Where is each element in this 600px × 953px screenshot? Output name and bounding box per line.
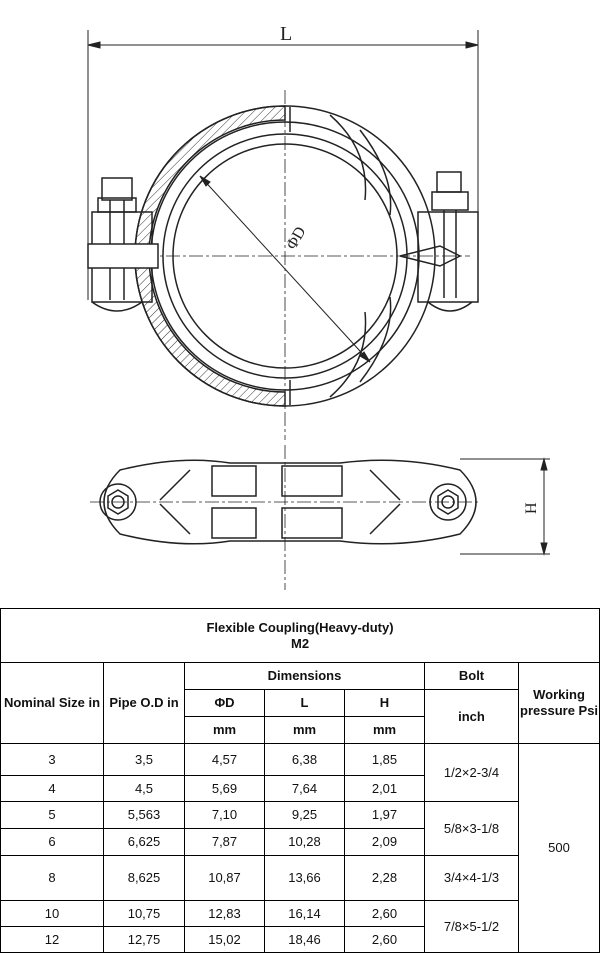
- header-l: L: [264, 689, 345, 717]
- housing: [134, 105, 436, 407]
- table-title-cell: Flexible Coupling(Heavy-duty) M2: [0, 608, 600, 663]
- spec-table: Flexible Coupling(Heavy-duty) M2 Nominal…: [0, 608, 600, 953]
- cell-bolt: 3/4×4-1/3: [424, 855, 519, 901]
- cell-od: 4,5: [103, 775, 185, 802]
- header-dimensions: Dimensions: [184, 662, 425, 690]
- cell-pressure: 500: [517, 743, 600, 953]
- cell-od: 12,75: [103, 926, 185, 953]
- table-model: M2: [291, 635, 310, 651]
- header-mm-h: mm: [344, 716, 425, 744]
- table-row: 3 3,5 4,57 6,38 1,85 1/2×2-3/4 500: [0, 743, 600, 953]
- cell-od: 5,563: [103, 801, 185, 829]
- table-row: 12 12,75 15,02 18,46 2,60: [0, 926, 600, 953]
- coupling-technical-drawing: L ΦD H: [87, 23, 550, 590]
- cell-d: 4,57: [184, 743, 265, 776]
- dimension-phi-d: [199, 175, 371, 363]
- center-lines: [90, 90, 480, 590]
- cell-nominal: 12: [0, 926, 104, 953]
- cell-d: 7,10: [184, 801, 265, 829]
- right-bolt-assembly: [399, 171, 479, 312]
- table-row: 6 6,625 7,87 10,28 2,09: [0, 828, 600, 856]
- cell-nominal: 3: [0, 743, 104, 776]
- header-mm-d: mm: [184, 716, 265, 744]
- label-phi-d: ΦD: [283, 224, 309, 253]
- cell-l: 16,14: [264, 900, 345, 927]
- table-title: Flexible Coupling(Heavy-duty): [206, 619, 394, 635]
- cell-bolt: 1/2×2-3/4: [424, 743, 519, 802]
- table-row: 8 8,625 10,87 13,66 2,28 3/4×4-1/3: [0, 855, 600, 901]
- header-pipe-od: Pipe O.D in: [103, 662, 185, 744]
- table-row: 4 4,5 5,69 7,64 2,01: [0, 775, 600, 802]
- cell-l: 13,66: [264, 855, 345, 901]
- cell-h: 1,85: [344, 743, 425, 776]
- cell-d: 5,69: [184, 775, 265, 802]
- cell-od: 3,5: [103, 743, 185, 776]
- header-bolt-unit: inch: [424, 689, 519, 744]
- label-h: H: [523, 502, 540, 514]
- header-bolt: Bolt: [424, 662, 519, 690]
- cell-h: 2,60: [344, 926, 425, 953]
- cell-bolt: 5/8×3-1/8: [424, 801, 519, 856]
- front-view: [87, 30, 480, 590]
- cell-od: 10,75: [103, 900, 185, 927]
- cell-od: 6,625: [103, 828, 185, 856]
- header-working-pressure: Working pressure Psi: [517, 662, 600, 744]
- cell-d: 15,02: [184, 926, 265, 953]
- dimension-h: [460, 457, 550, 556]
- table-row: 5 5,563 7,10 9,25 1,97 5/8×3-1/8: [0, 801, 600, 856]
- header-h: H: [344, 689, 425, 717]
- cell-d: 10,87: [184, 855, 265, 901]
- header-mm-l: mm: [264, 716, 345, 744]
- cell-h: 2,01: [344, 775, 425, 802]
- label-l: L: [280, 23, 292, 45]
- cell-bolt: 7/8×5-1/2: [424, 900, 519, 953]
- table-row: 10 10,75 12,83 16,14 2,60 7/8×5-1/2: [0, 900, 600, 953]
- cell-h: 2,60: [344, 900, 425, 927]
- cell-l: 18,46: [264, 926, 345, 953]
- cell-h: 2,09: [344, 828, 425, 856]
- cell-nominal: 6: [0, 828, 104, 856]
- cell-l: 9,25: [264, 801, 345, 829]
- cell-d: 7,87: [184, 828, 265, 856]
- cell-nominal: 4: [0, 775, 104, 802]
- cell-l: 7,64: [264, 775, 345, 802]
- cell-d: 12,83: [184, 900, 265, 927]
- cell-l: 6,38: [264, 743, 345, 776]
- cell-nominal: 5: [0, 801, 104, 829]
- left-bolt-assembly: [87, 177, 159, 312]
- cell-nominal: 8: [0, 855, 104, 901]
- cell-l: 10,28: [264, 828, 345, 856]
- cell-nominal: 10: [0, 900, 104, 927]
- cell-h: 1,97: [344, 801, 425, 829]
- header-phi-d: ΦD: [184, 689, 265, 717]
- side-view: [99, 457, 550, 556]
- cell-h: 2,28: [344, 855, 425, 901]
- header-nominal-size: Nominal Size in: [0, 662, 104, 744]
- cell-od: 8,625: [103, 855, 185, 901]
